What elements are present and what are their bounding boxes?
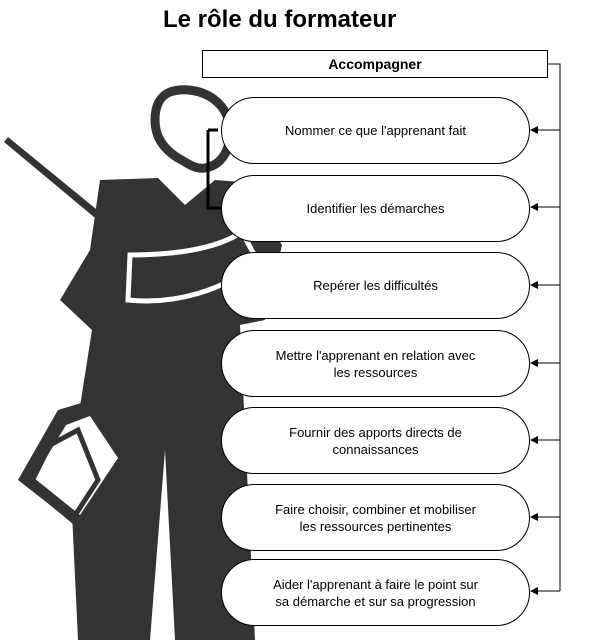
page-title: Le rôle du formateur bbox=[163, 6, 397, 33]
role-item-label: Fournir des apports directs de connaissa… bbox=[289, 424, 462, 457]
role-item-label: Mettre l'apprenant en relation avec les … bbox=[275, 347, 476, 380]
role-item-6: Faire choisir, combiner et mobiliser les… bbox=[221, 484, 530, 551]
role-item-label: Identifier les démarches bbox=[306, 201, 445, 216]
role-item-1: Nommer ce que l'apprenant fait bbox=[221, 97, 530, 164]
role-item-label: Repérer les difficultés bbox=[313, 278, 438, 293]
role-item-label: Nommer ce que l'apprenant fait bbox=[285, 123, 466, 138]
role-item-2: Identifier les démarches bbox=[221, 175, 530, 242]
header-label: Accompagner bbox=[328, 56, 422, 72]
role-item-label: Aider l'apprenant à faire le point sur s… bbox=[273, 576, 478, 609]
role-item-5: Fournir des apports directs de connaissa… bbox=[221, 407, 530, 474]
header-box: Accompagner bbox=[202, 50, 548, 78]
role-item-3: Repérer les difficultés bbox=[221, 252, 530, 319]
role-item-label: Faire choisir, combiner et mobiliser les… bbox=[275, 501, 476, 534]
role-item-4: Mettre l'apprenant en relation avec les … bbox=[221, 330, 530, 397]
role-item-7: Aider l'apprenant à faire le point sur s… bbox=[221, 559, 530, 626]
